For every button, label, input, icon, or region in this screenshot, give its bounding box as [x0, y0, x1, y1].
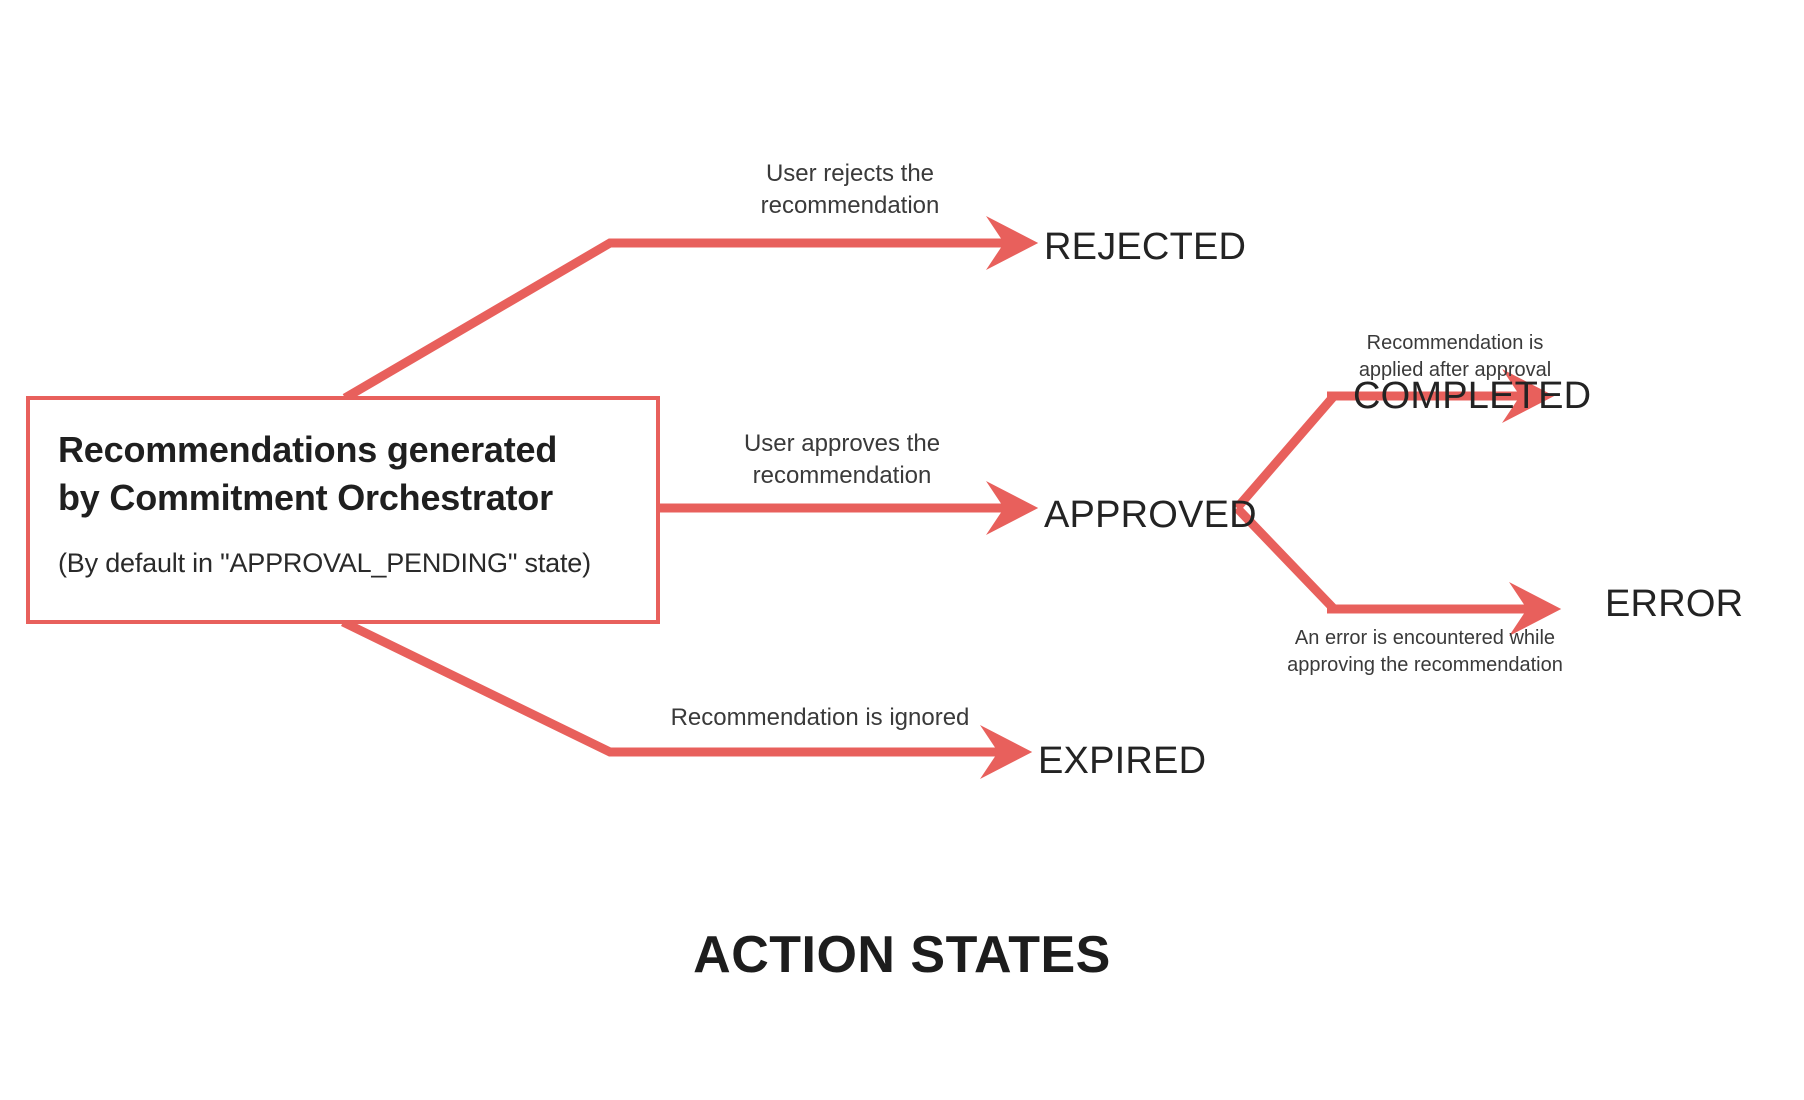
diagram-title: ACTION STATES — [693, 926, 1111, 984]
edge-source-to-rejected — [342, 216, 1039, 402]
source-node-title-line2: by Commitment Orchestrator — [58, 476, 553, 518]
edge-label-to-expired: Recommendation is ignored — [670, 704, 970, 731]
state-node-expired: EXPIRED — [1038, 740, 1207, 782]
edge-approved-to-completed — [1233, 391, 1344, 511]
source-node: Recommendations generated by Commitment … — [26, 396, 660, 624]
source-node-title-line1: Recommendations generated — [58, 429, 558, 470]
edge-label-to-rejected: User rejects the recommendation — [760, 160, 940, 219]
edge-label-to-error: An error is encountered while approving … — [1287, 627, 1563, 676]
source-node-title: Recommendations generated by Commitment … — [58, 426, 628, 522]
state-node-rejected: REJECTED — [1044, 226, 1247, 268]
edge-label-to-approved: User approves the recommendation — [743, 430, 941, 489]
state-node-completed: COMPLETED — [1353, 375, 1592, 417]
edge-source-to-expired — [341, 617, 1033, 779]
state-node-approved: APPROVED — [1044, 494, 1257, 536]
state-node-error: ERROR — [1605, 583, 1744, 625]
edge-label-to-completed: Recommendation is applied after approval — [1358, 332, 1552, 381]
source-node-subtitle: (By default in "APPROVAL_PENDING" state) — [58, 547, 591, 578]
